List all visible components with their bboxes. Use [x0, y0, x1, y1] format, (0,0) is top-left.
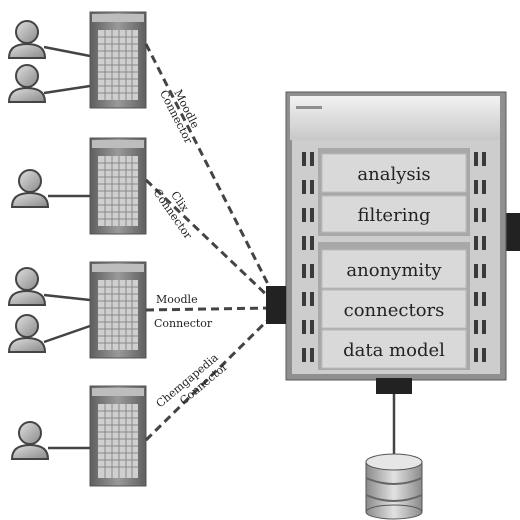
connector-label-2: Clix Connector: [151, 179, 206, 242]
layer-data-model: [321, 329, 467, 369]
connector-line: [144, 178, 274, 302]
connector-line: [144, 43, 274, 293]
layer-label-analysis: analysis: [357, 164, 430, 185]
server-icon: [89, 137, 147, 235]
connector-line: [144, 314, 274, 442]
layer-analysis: [321, 153, 467, 193]
layer-filtering: [321, 195, 467, 233]
layer-label-connectors: connectors: [344, 300, 445, 321]
port-icon: [504, 213, 520, 251]
server-icon: [89, 261, 147, 359]
layer-anonymity: [321, 249, 467, 289]
connector-label-3: Moodle Connector: [154, 293, 213, 330]
user-icon: [10, 421, 50, 460]
server-icon: [89, 11, 147, 109]
user-icon: [7, 64, 47, 103]
user-icon: [7, 267, 47, 306]
user-icon: [10, 169, 50, 208]
connector-links: [144, 43, 274, 442]
layer-connectors: [321, 289, 467, 329]
user-icon: [7, 20, 47, 59]
port-icon: [376, 378, 412, 394]
connector-label-4: Chemgapedia Connector: [154, 349, 232, 420]
port-icon: [266, 286, 286, 324]
layer-label-filtering: filtering: [357, 205, 430, 226]
connector-line: [145, 306, 273, 312]
central-server: [266, 91, 520, 381]
server-icon: [89, 385, 147, 487]
user-icon: [7, 314, 47, 353]
database-icon: [365, 453, 423, 520]
connector-label-1: Moodle Connector: [157, 82, 207, 146]
layer-label-anonymity: anonymity: [346, 260, 442, 281]
layer-label-data-model: data model: [343, 340, 445, 361]
user-connections: [43, 45, 91, 450]
